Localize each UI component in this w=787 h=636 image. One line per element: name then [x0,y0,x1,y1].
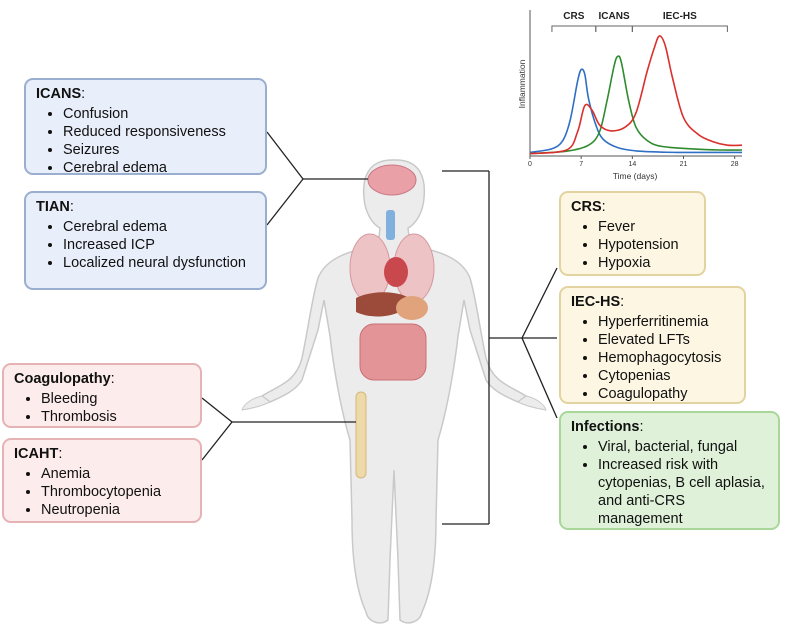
tian-title: TIAN [36,199,70,215]
x-tick-label: 7 [579,161,583,168]
phase-bracket [551,25,597,32]
list-item: Hemophagocytosis [598,349,736,367]
infections-box: Infections: Viral, bacterial, fungal Inc… [559,411,780,530]
coagulopathy-box: Coagulopathy: Bleeding Thrombosis [2,363,202,428]
list-item: Thrombocytopenia [41,483,192,501]
heart-icon [384,257,408,287]
human-body-illustration [241,159,547,624]
femur-icon [355,391,367,479]
list-item: Hypoxia [598,254,696,272]
x-axis-label: Time (days) [613,171,658,181]
list-item: Viral, bacterial, fungal [598,438,770,456]
list-item: Localized neural dysfunction [63,254,257,272]
connector-heme [201,397,356,461]
list-item: Hypotension [598,236,696,254]
icaht-list: Anemia Thrombocytopenia Neutropenia [14,465,192,519]
x-tick-label: 0 [528,161,532,168]
icans-box: ICANS: Confusion Reduced responsiveness … [24,78,267,177]
list-item: Coagulopathy [598,385,736,403]
list-item: Increased ICP [63,236,257,254]
list-item: Bleeding [41,390,192,408]
crs-list: Fever Hypotension Hypoxia [571,218,696,272]
phase-bracket [595,25,633,32]
list-item: Anemia [41,465,192,483]
list-item: Neutropenia [41,501,192,519]
list-item: Cerebral edema [63,159,257,177]
x-tick-label: 28 [731,161,739,168]
iechs-box: IEC-HS: Hyperferritinemia Elevated LFTs … [559,286,746,404]
infections-title: Infections [571,419,640,435]
icaht-box: ICAHT: Anemia Thrombocytopenia Neutropen… [2,438,202,523]
inflammation-chart: CRS ICANS IEC-HS 0 7 14 21 28 Inflammation Tim… [517,10,743,181]
x-tick-label: 21 [680,161,688,168]
series-line-icans [529,55,743,155]
trachea-icon [386,210,395,240]
lung-left-icon [349,233,391,303]
x-tick-label: 14 [628,161,636,168]
icaht-title: ICAHT [14,446,59,462]
list-item: Increased risk with cytopenias, B cell a… [598,456,770,528]
list-item: Thrombosis [41,408,192,426]
stomach-icon [396,296,428,320]
tian-box: TIAN: Cerebral edema Increased ICP Local… [24,191,267,290]
iechs-list: Hyperferritinemia Elevated LFTs Hemophag… [571,313,736,403]
list-item: Confusion [63,105,257,123]
phase-label: IEC-HS [663,11,697,22]
series-line-iec-hs [529,35,743,155]
coagulopathy-list: Bleeding Thrombosis [14,390,192,426]
phase-label: CRS [563,11,584,22]
phase-brackets: CRS ICANS IEC-HS [551,11,728,32]
intestines-icon [359,323,427,381]
series-lines [529,35,743,155]
list-item: Cerebral edema [63,218,257,236]
connector-neuro [266,131,368,226]
list-item: Cytopenias [598,367,736,385]
icans-list: Confusion Reduced responsiveness Seizure… [36,105,257,177]
list-item: Seizures [63,141,257,159]
infections-list: Viral, bacterial, fungal Increased risk … [571,438,770,528]
icans-title: ICANS [36,86,82,102]
crs-box: CRS: Fever Hypotension Hypoxia [559,191,706,276]
crs-title: CRS [571,199,602,215]
series-line-crs [529,68,742,154]
list-item: Elevated LFTs [598,331,736,349]
list-item: Fever [598,218,696,236]
connector-systemic [442,170,558,525]
phase-label: ICANS [599,11,630,22]
list-item: Reduced responsiveness [63,123,257,141]
x-ticks: 0 7 14 21 28 [528,156,739,168]
tian-list: Cerebral edema Increased ICP Localized n… [36,218,257,272]
phase-bracket [631,25,728,32]
y-axis-label: Inflammation [517,59,527,108]
coagulopathy-title: Coagulopathy [14,371,111,387]
brain-icon [367,164,417,196]
list-item: Hyperferritinemia [598,313,736,331]
iechs-title: IEC-HS [571,294,621,310]
